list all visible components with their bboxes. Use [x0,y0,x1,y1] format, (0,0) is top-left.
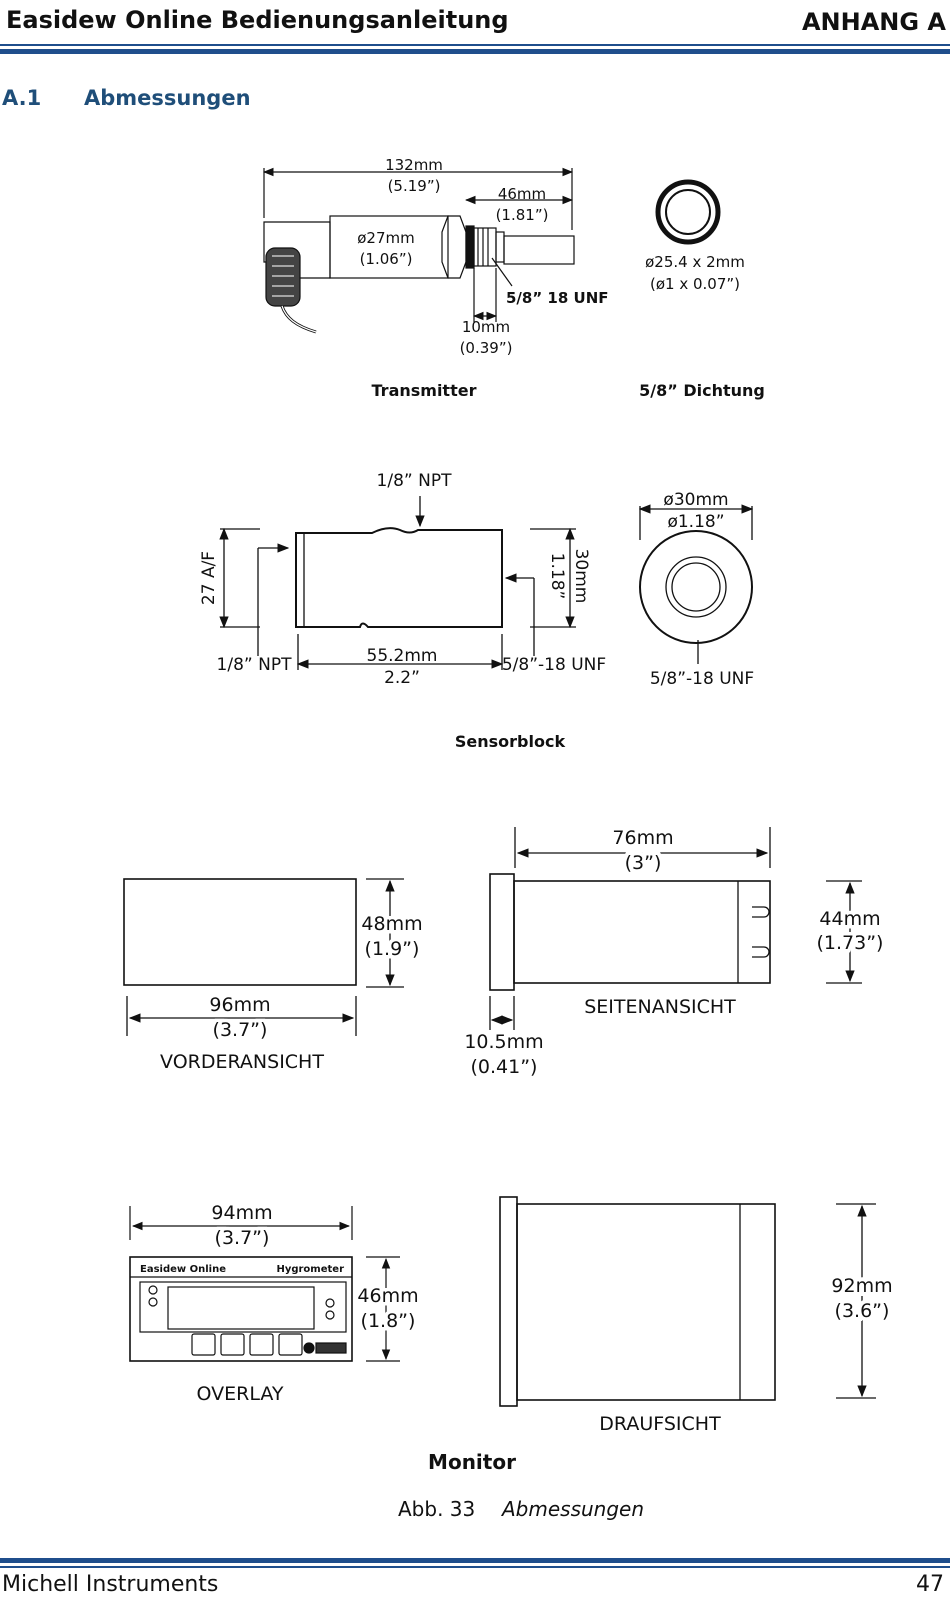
seal-drawing [655,179,721,245]
bezel-depth-mm: 10.5mm [464,1031,543,1053]
monitor-top-view [499,1196,876,1407]
seal-dimension-mm: ø25.4 x 2mm [645,253,745,271]
top-width-in: (3.6”) [835,1300,890,1322]
top-width-mm: 92mm [831,1275,892,1297]
sensorblock-npt-bottom: 1/8” NPT [217,655,293,675]
sensorblock-across-flats: 27 A/F [199,551,219,605]
front-view-label: VORDERANSICHT [160,1051,324,1073]
sensorblock-drawing [219,496,754,670]
transmitter-diameter-mm: ø27mm [357,229,415,247]
bezel-depth-in: (0.41”) [471,1056,538,1078]
sensorblock-unf-side: 5/8”-18 UNF [502,655,606,675]
top-view-label: DRAUFSICHT [599,1413,721,1435]
sensorblock-npt-top: 1/8” NPT [377,471,453,491]
seal-dimension-in: (ø1 x 0.07”) [650,275,740,293]
side-height-mm: 44mm [819,908,880,930]
sensorblock-length-mm: 55.2mm [367,646,438,666]
footer-company: Michell Instruments [2,1572,219,1597]
dimension-drawings: 132mm (5.19”) 46mm (1.81”) ø27mm (1.06”)… [123,156,893,1474]
transmitter-hex-in: (0.39”) [460,339,513,357]
sensorblock-height-in: 1.18” [547,553,567,600]
sensorblock-label: Sensorblock [455,732,566,751]
front-width-mm: 96mm [209,994,270,1016]
footer-rule-thick [0,1558,950,1563]
transmitter-thread-length-mm: 46mm [498,185,546,203]
appendix-label: ANHANG A [801,8,946,36]
footer-rule-thin [0,1566,950,1568]
transmitter-thread-spec: 5/8” 18 UNF [506,289,609,307]
side-depth-in: (3”) [625,852,662,874]
transmitter-drawing [262,167,575,334]
overlay-label: OVERLAY [197,1383,284,1405]
overlay-brand-text: Easidew Online [140,1264,226,1275]
sensorblock-height-mm: 30mm [571,549,591,604]
header-rule-thick [0,49,950,54]
overlay-width-in: (3.7”) [215,1227,270,1249]
front-height-mm: 48mm [361,913,422,935]
page-number: 47 [916,1572,944,1597]
side-view-label: SEITENANSICHT [584,996,736,1018]
overlay-product-text: Hygrometer [276,1264,344,1275]
side-height-in: (1.73”) [817,932,884,954]
seal-label: 5/8” Dichtung [639,381,765,400]
monitor-label: Monitor [428,1450,516,1474]
section-title: Abmessungen [84,86,251,110]
transmitter-total-length-mm: 132mm [385,156,443,174]
transmitter-thread-length-in: (1.81”) [496,206,549,224]
monitor-overlay-view [129,1206,400,1362]
sensorblock-diameter-in: ø1.18” [667,512,724,532]
header-rule-thin [0,44,950,46]
sensorblock-diameter-mm: ø30mm [663,490,728,510]
monitor-front-view [123,878,404,1036]
section-number: A.1 [2,86,42,110]
sensorblock-length-in: 2.2” [384,668,420,688]
overlay-width-mm: 94mm [211,1202,272,1224]
side-depth-mm: 76mm [612,827,673,849]
transmitter-total-length-in: (5.19”) [388,177,441,195]
overlay-height-in: (1.8”) [361,1310,416,1332]
sensorblock-unf-end: 5/8”-18 UNF [650,669,754,689]
document-title: Easidew Online Bedienungsanleitung [6,6,509,34]
front-height-in: (1.9”) [365,938,420,960]
front-width-in: (3.7”) [213,1019,268,1041]
figure-caption: Abmessungen [502,1497,645,1521]
overlay-height-mm: 46mm [357,1285,418,1307]
monitor-side-view [489,827,862,1030]
transmitter-diameter-in: (1.06”) [360,250,413,268]
transmitter-label: Transmitter [372,381,477,400]
figure-number: Abb. 33 [398,1497,476,1521]
transmitter-hex-mm: 10mm [462,318,510,336]
